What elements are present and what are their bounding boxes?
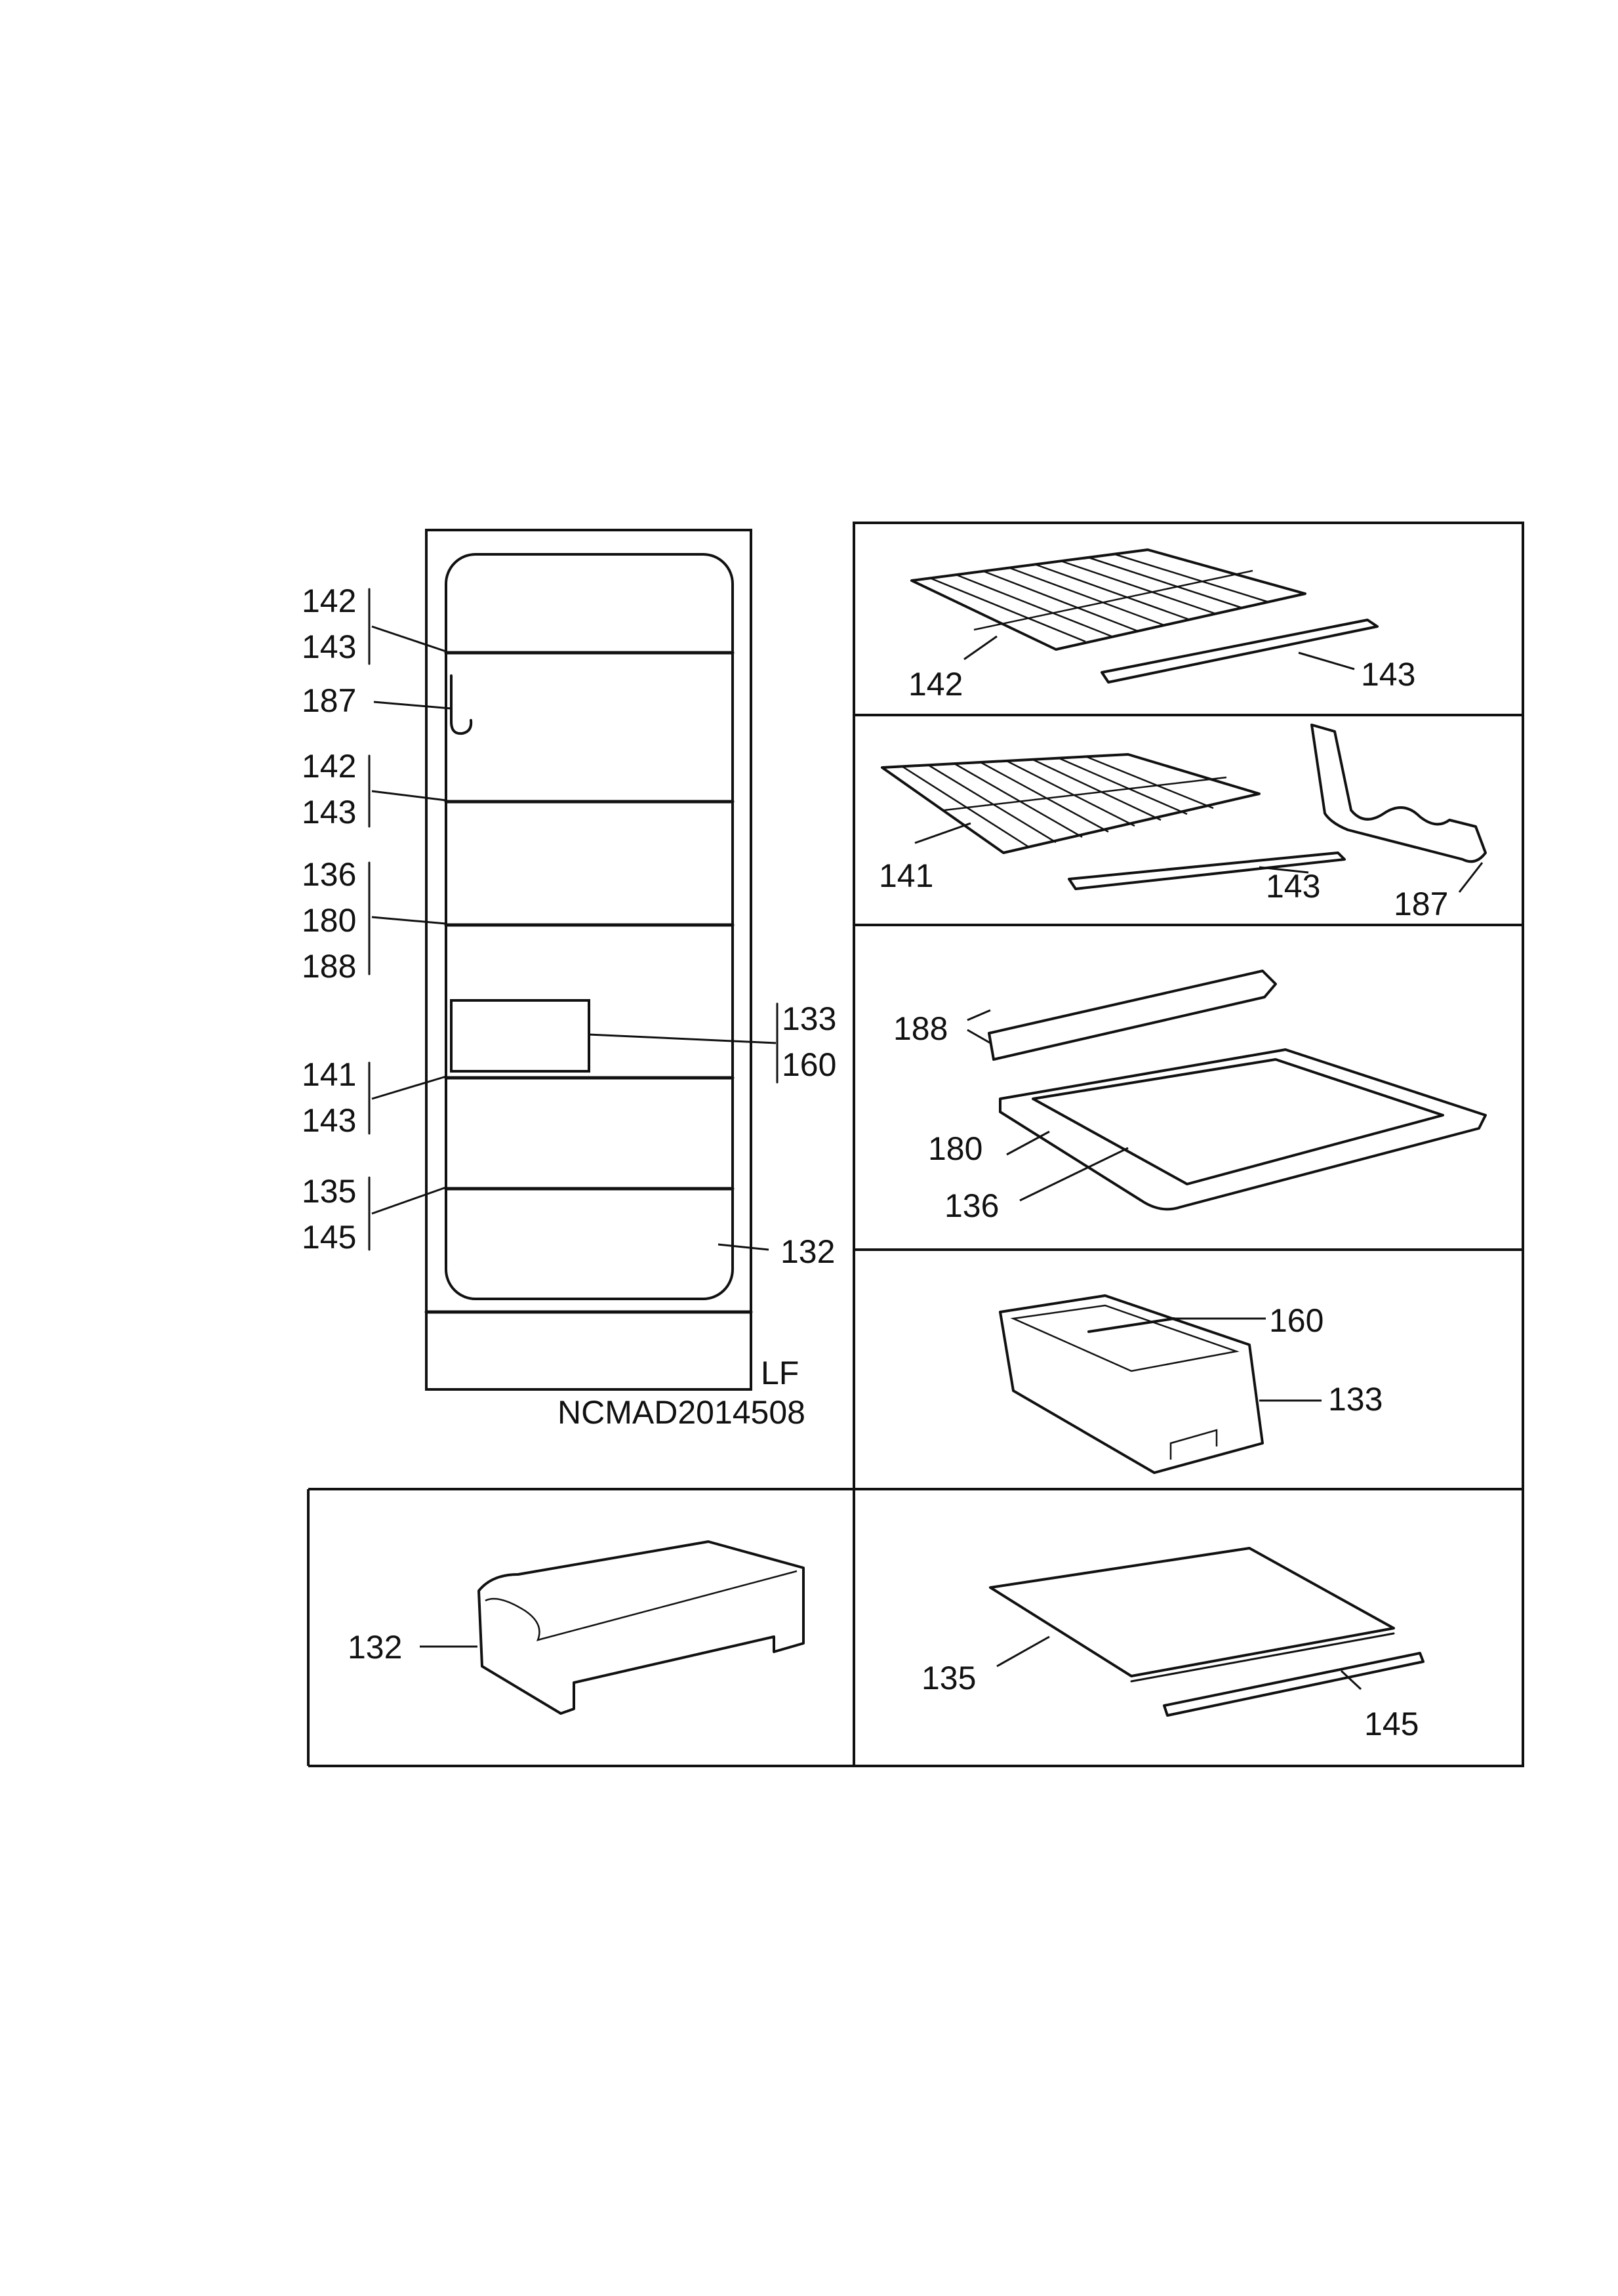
panel-crisper-132: 132 [348,1540,805,1715]
bottle-rack-187 [1310,724,1487,863]
panel-drawer-133: 160 133 [999,1294,1383,1474]
panel4-label-133: 133 [1328,1381,1383,1418]
panel6-label-145: 145 [1364,1706,1419,1742]
label-143-a: 143 [302,628,356,665]
label-188: 188 [302,948,356,985]
label-143-b: 143 [302,794,356,830]
drawer-133-rim [1010,1304,1240,1372]
leader-p6-145 [1340,1670,1362,1691]
wire-shelf-142-wires [931,553,1270,643]
glass-shelf-135-edge [1130,1632,1395,1683]
panel1-label-143: 143 [1361,656,1415,693]
panel-glass-shelf-136: 188 180 136 [893,970,1487,1224]
small-drawer-box [450,999,590,1073]
leader-133-160 [588,1033,777,1044]
crisper-132-rim [485,1570,798,1641]
panel-glass-shelf-135: 135 145 [921,1547,1425,1742]
leader-p3-188b [967,1029,991,1044]
divider-160 [1087,1317,1175,1333]
wire-shelf-141-wires [901,755,1227,849]
panel4-label-160: 160 [1269,1302,1324,1339]
panel5-label-132: 132 [348,1629,402,1666]
label-135: 135 [302,1173,356,1210]
drawing-code: NCMAD2014508 [557,1394,805,1431]
panel1-label-142: 142 [908,666,963,703]
glass-shelf-136 [1032,1058,1444,1185]
label-143-c: 143 [302,1102,356,1139]
bottle-rack-hook [450,674,473,735]
panel3-label-180: 180 [928,1130,982,1167]
label-180: 180 [302,902,356,939]
leader-132 [718,1243,769,1251]
leader-p1-143 [1298,651,1355,670]
label-160: 160 [782,1046,836,1083]
drawer-133 [999,1294,1264,1474]
glass-shelf-135 [989,1547,1395,1677]
leader-p2-143 [1259,866,1309,874]
label-136: 136 [302,856,356,893]
leader-p6-135 [996,1635,1050,1668]
right-column-frame [853,522,1524,1767]
label-187: 187 [302,682,356,719]
panel-wire-shelf-142: 142 143 [908,548,1415,703]
wire-shelf-142 [910,548,1306,651]
label-145: 145 [302,1219,356,1256]
panel2-label-143: 143 [1266,868,1320,905]
drawer-133-handle [1169,1429,1218,1460]
leader-p2-187 [1458,862,1484,893]
panel-grid [307,522,1524,1767]
leader-136-180-188 [371,916,447,925]
label-132: 132 [780,1233,835,1270]
leader-142-143-b [371,790,447,802]
leader-p2-141 [914,822,971,844]
label-141: 141 [302,1056,356,1093]
leader-187 [373,701,452,710]
trim-strip-143-b [1068,851,1346,890]
panel2-label-141: 141 [879,857,933,894]
panel6-label-135: 135 [921,1660,976,1696]
cabinet-outline [425,529,752,1391]
panel3-label-136: 136 [944,1187,999,1224]
cabinet-overview: 142 143 187 142 143 136 180 188 141 143 … [302,529,836,1431]
label-133: 133 [782,1000,836,1037]
crisper-132 [477,1540,805,1715]
variant-code: LF [761,1355,799,1391]
wire-shelf-141 [881,753,1261,854]
panel-wire-shelf-141: 141 143 187 [879,724,1487,922]
leader-141-143 [371,1075,447,1100]
label-142-a: 142 [302,583,356,619]
leader-p3-188 [967,1009,991,1021]
leader-p3-136 [1019,1147,1129,1202]
leader-142-143-a [371,625,447,653]
label-142-b: 142 [302,748,356,785]
leader-p3-180 [1006,1130,1050,1156]
trim-strip-143 [1101,619,1379,684]
panel2-label-187: 187 [1394,886,1448,922]
leader-135-145 [371,1186,447,1215]
leader-p1-142 [963,635,998,661]
panel3-label-188: 188 [893,1010,948,1047]
rear-trim-188 [988,970,1277,1061]
trim-strip-145 [1163,1652,1425,1717]
